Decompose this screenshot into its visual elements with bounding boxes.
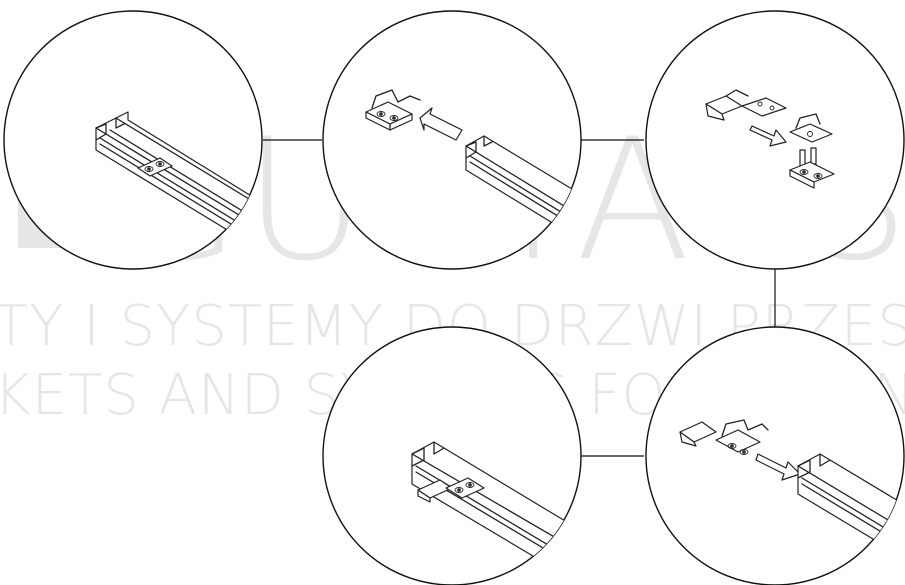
step-connectors [263,139,776,457]
step-2-circle [322,10,582,270]
step-2-holder [365,89,421,131]
slide-in-arrow-icon [755,453,801,481]
insert-arrow-icon [419,107,463,141]
assembly-arrow-icon [749,125,787,147]
step-3-illustration [705,89,835,189]
step-4-circle [322,326,582,585]
step-5-circle [645,326,905,585]
step-3-circle [645,10,905,270]
